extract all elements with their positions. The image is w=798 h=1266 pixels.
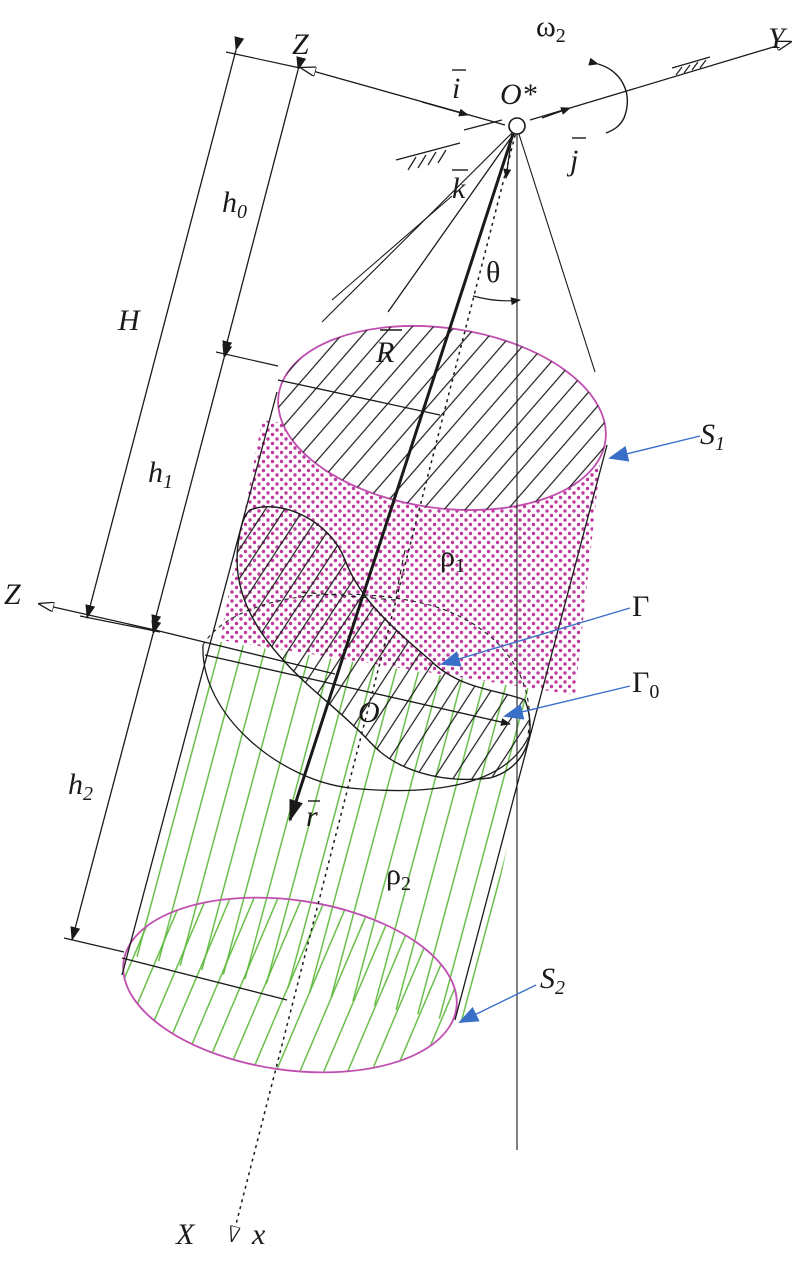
- pointer-gamma0: [503, 685, 631, 720]
- label-h0: h0: [222, 186, 247, 223]
- label-R-vector: R: [375, 336, 394, 369]
- cone-line-left: [321, 127, 518, 323]
- middle-z-axis-inner: [154, 629, 336, 675]
- i-vector: [421, 101, 469, 117]
- cylinder-axis-dotted: [232, 127, 518, 1240]
- mid-radius-line: [204, 654, 511, 726]
- label-rho1: ρ1: [440, 540, 465, 577]
- k-leader-line: [331, 195, 453, 301]
- theta-angle-arc: [472, 295, 521, 306]
- pointer-gamma: [440, 607, 631, 667]
- label-x-upper: X: [175, 1218, 196, 1251]
- label-s2: S2: [540, 962, 565, 999]
- origin-star-point: [508, 117, 526, 135]
- dimension-h2: [63, 620, 162, 953]
- label-gamma: Γ: [632, 590, 649, 623]
- label-rho2: ρ2: [386, 858, 411, 895]
- label-i-vector: i: [452, 72, 460, 105]
- label-gamma0: Γ0: [632, 666, 659, 703]
- j-vector: [541, 107, 571, 119]
- label-r-vector: r: [306, 800, 318, 833]
- y-bearing-hatch: [671, 56, 711, 76]
- label-z-mid: Z: [4, 578, 21, 611]
- top-z-axis: [302, 68, 506, 126]
- pointer-s2: [458, 984, 537, 1023]
- label-s1: S1: [700, 418, 725, 455]
- left-bearing-hatch: [395, 119, 503, 171]
- middle-section-back: [202, 593, 530, 741]
- interface-gamma: [236, 506, 531, 781]
- r-vector-big-R: [387, 131, 516, 313]
- label-omega: ω2: [536, 10, 566, 47]
- label-y-axis: Y: [768, 22, 788, 55]
- position-vector-r: [288, 133, 515, 822]
- lower-surface-s2: [122, 896, 458, 1074]
- label-k-vector: k: [452, 172, 466, 205]
- label-theta: θ: [486, 256, 500, 289]
- bottom-radius-line: [121, 957, 288, 1001]
- middle-z-axis: [40, 604, 156, 631]
- label-origin: O: [358, 696, 380, 729]
- label-x-lower: x: [251, 1218, 266, 1251]
- dimension-h1: [151, 344, 233, 629]
- interior-dashed-guide: [299, 549, 406, 601]
- label-H: H: [117, 304, 142, 337]
- label-origin-star: O*: [500, 78, 537, 111]
- cylinder-right-wall: [454, 444, 608, 1021]
- cone-line-right: [516, 127, 596, 373]
- top-radius-line: [277, 379, 441, 416]
- middle-section-front: [202, 644, 528, 792]
- label-j-vector: j: [566, 144, 578, 177]
- label-h2: h2: [68, 768, 93, 805]
- label-h1: h1: [148, 456, 173, 493]
- pointer-s1: [608, 435, 701, 462]
- y-axis: [529, 42, 790, 121]
- label-z-top: Z: [292, 28, 309, 61]
- omega-rotation-arrow: [588, 57, 628, 134]
